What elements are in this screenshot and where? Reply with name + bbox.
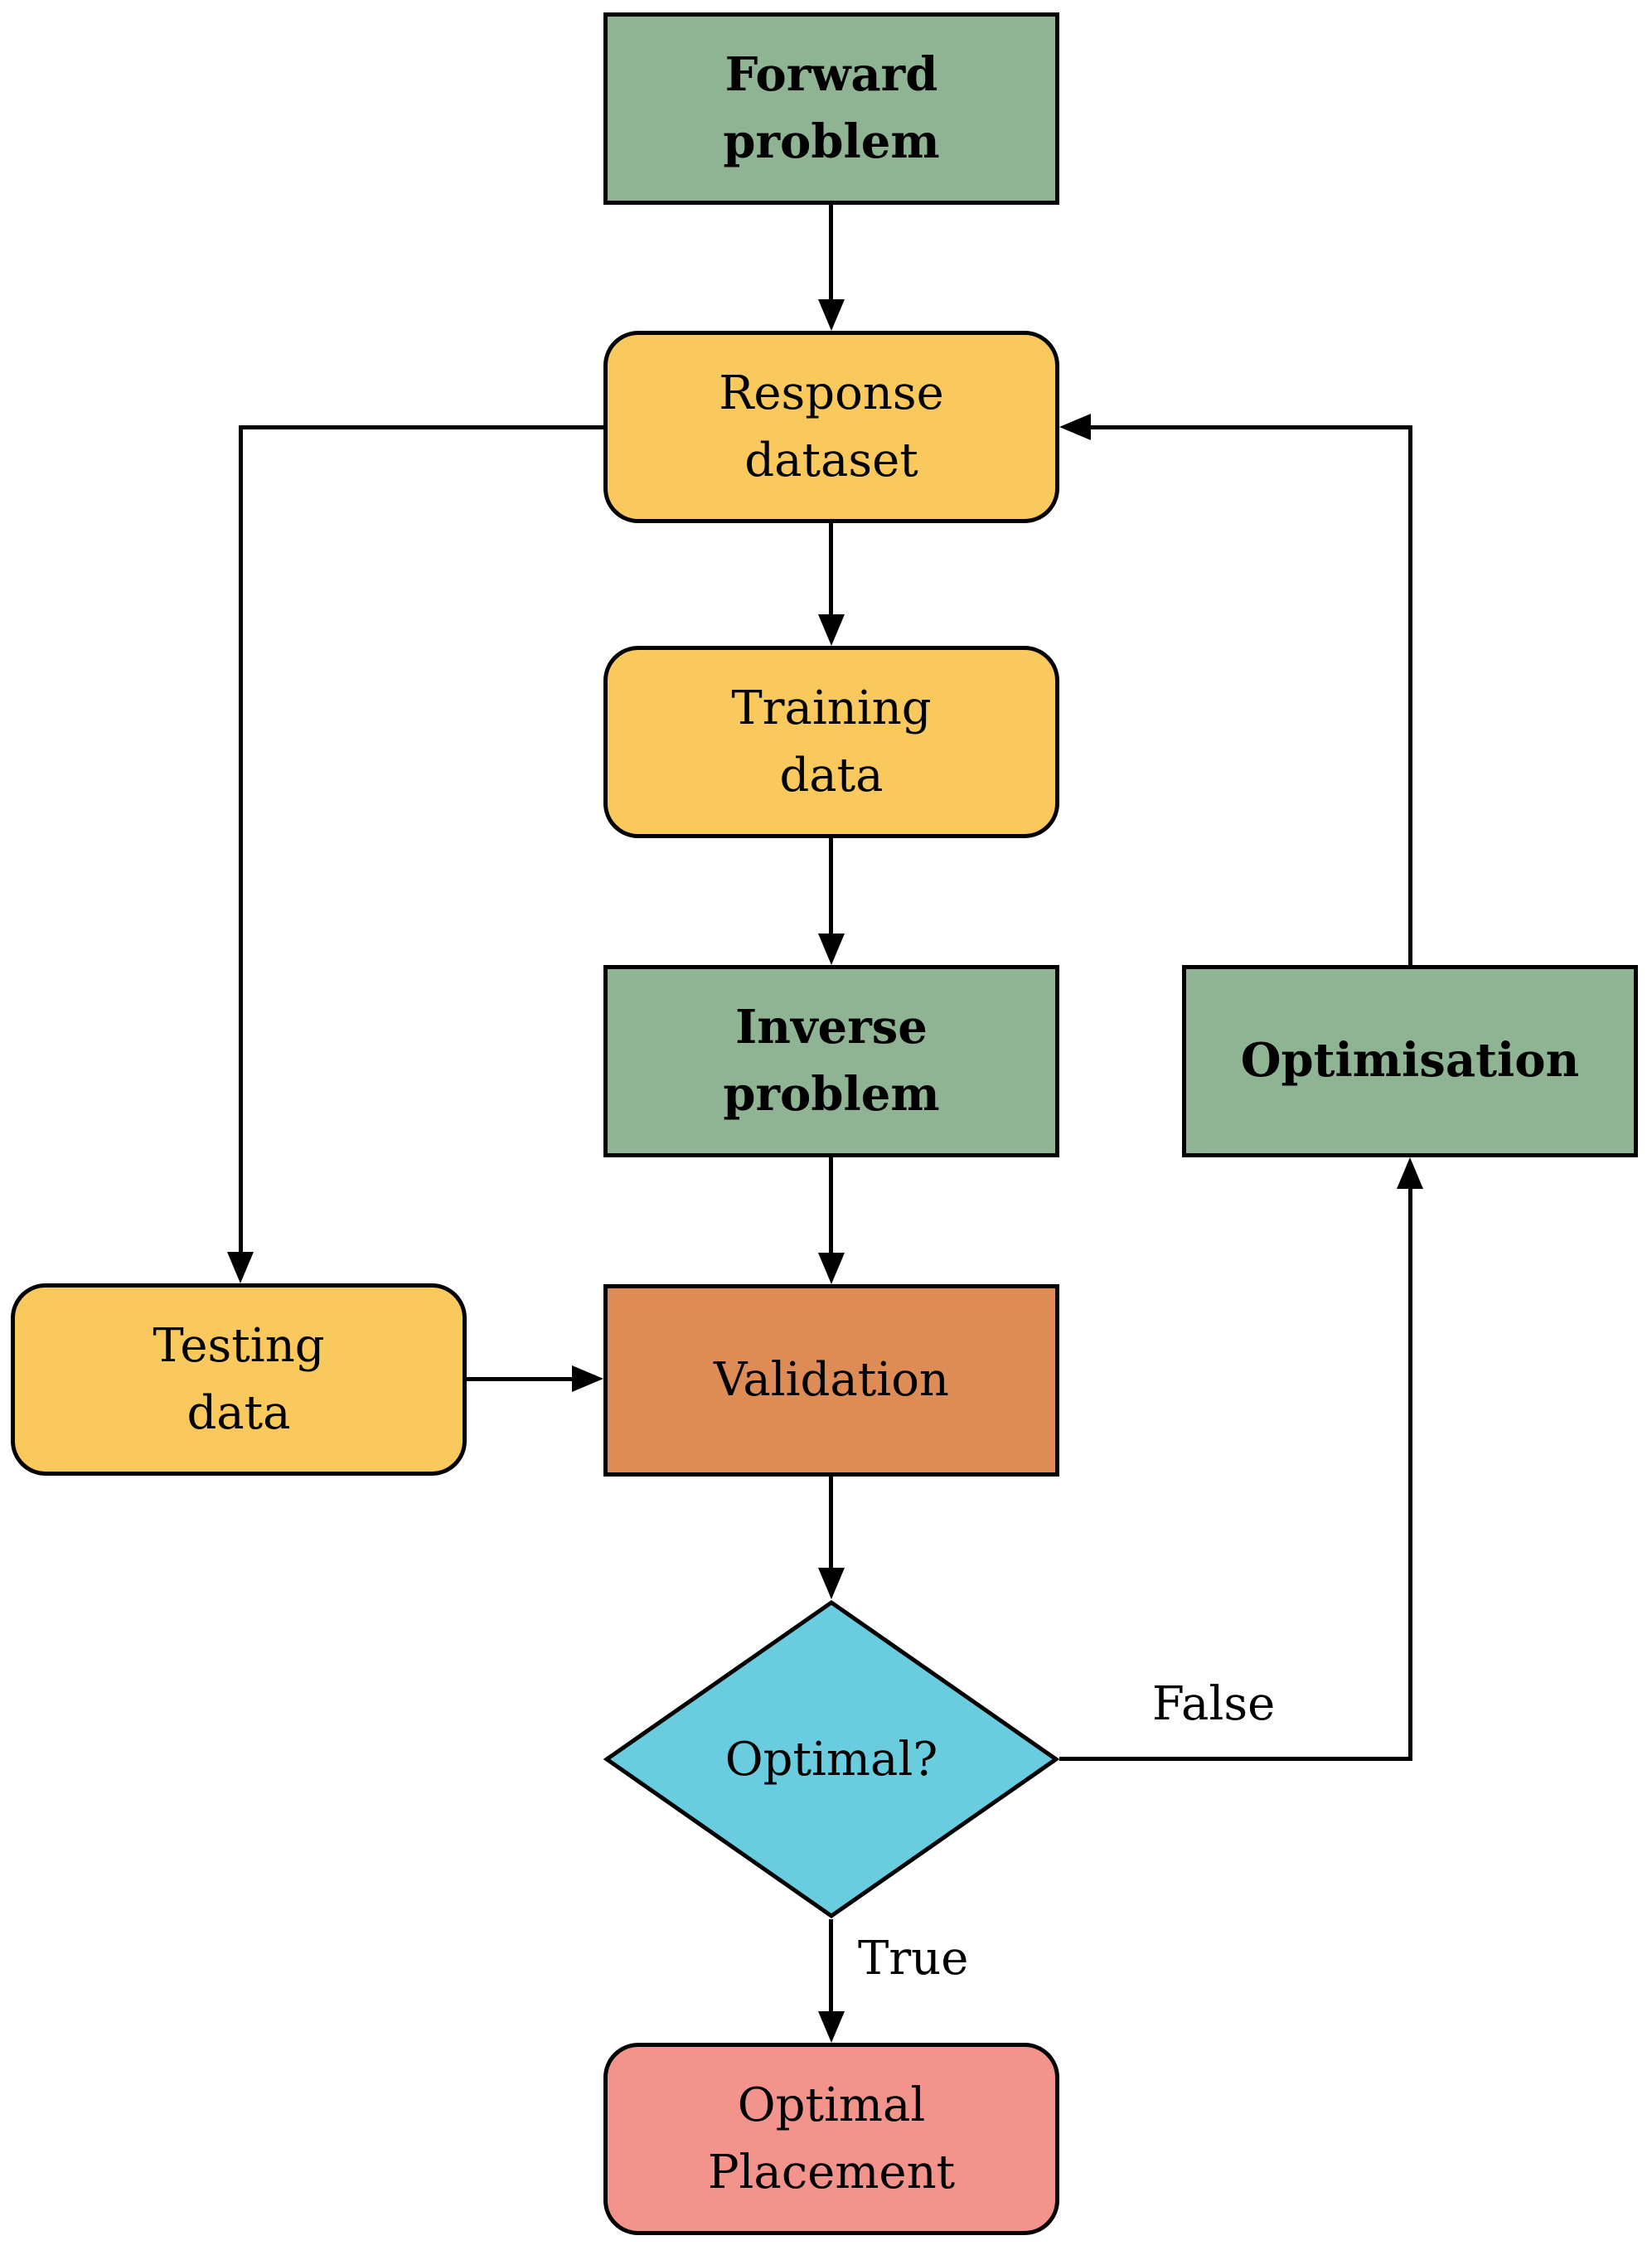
node-validation: Validation <box>603 1284 1059 1477</box>
node-optimal-decision-label: Optimal? <box>724 1732 938 1787</box>
diamond-shape <box>603 1599 1059 1919</box>
node-optimal-placement: Optimal Placement <box>603 2043 1059 2235</box>
node-optimal-decision: Optimal? <box>603 1599 1059 1919</box>
node-training-data: Training data <box>603 646 1059 838</box>
node-testing-data: Testing data <box>11 1283 467 1476</box>
node-forward-problem-label: Forward problem <box>723 46 940 169</box>
arrowhead-response-to-training <box>818 614 845 646</box>
node-response-dataset-label: Response dataset <box>719 366 944 487</box>
node-optimal-placement-label: Optimal Placement <box>707 2078 956 2199</box>
edge-decision-to-optimisation-vertical <box>1408 1187 1412 1761</box>
arrowhead-training-to-inverse <box>818 934 845 965</box>
arrowhead-optimisation-to-response <box>1059 414 1091 440</box>
edge-response-to-training <box>829 523 833 616</box>
node-response-dataset: Response dataset <box>603 331 1059 523</box>
node-forward-problem: Forward problem <box>603 12 1059 205</box>
edge-optimisation-to-response-horizontal <box>1088 425 1412 429</box>
node-inverse-problem: Inverse problem <box>603 965 1059 1157</box>
arrowhead-inverse-to-validation <box>818 1253 845 1284</box>
arrowhead-forward-to-response <box>818 299 845 331</box>
arrowhead-testing-to-validation <box>572 1365 603 1392</box>
edge-response-to-testing-horizontal <box>239 425 603 429</box>
edge-optimisation-to-response-vertical <box>1408 425 1412 967</box>
edge-label-true: True <box>858 1932 969 1986</box>
diamond-polygon <box>603 1599 1059 1919</box>
node-training-data-label: Training data <box>731 681 932 803</box>
node-optimisation-label: Optimisation <box>1240 1033 1580 1089</box>
arrowhead-validation-to-decision <box>818 1568 845 1599</box>
edge-training-to-inverse <box>829 838 833 935</box>
node-testing-data-label: Testing data <box>153 1318 325 1440</box>
edge-inverse-to-validation <box>829 1157 833 1254</box>
node-optimisation: Optimisation <box>1182 965 1638 1157</box>
arrowhead-response-to-testing <box>227 1252 254 1283</box>
node-inverse-problem-label: Inverse problem <box>723 999 940 1122</box>
edge-validation-to-decision <box>829 1477 833 1569</box>
arrowhead-decision-to-optimisation <box>1397 1157 1423 1189</box>
edge-testing-to-validation <box>467 1377 574 1381</box>
node-validation-label: Validation <box>714 1353 949 1408</box>
edge-decision-to-optimisation-horizontal <box>1059 1757 1412 1761</box>
edge-decision-to-placement <box>829 1919 833 2013</box>
edge-forward-to-response <box>829 205 833 301</box>
edge-label-false: False <box>1152 1677 1276 1731</box>
arrowhead-decision-to-placement <box>818 2011 845 2043</box>
edge-response-to-testing-vertical <box>239 425 243 1254</box>
